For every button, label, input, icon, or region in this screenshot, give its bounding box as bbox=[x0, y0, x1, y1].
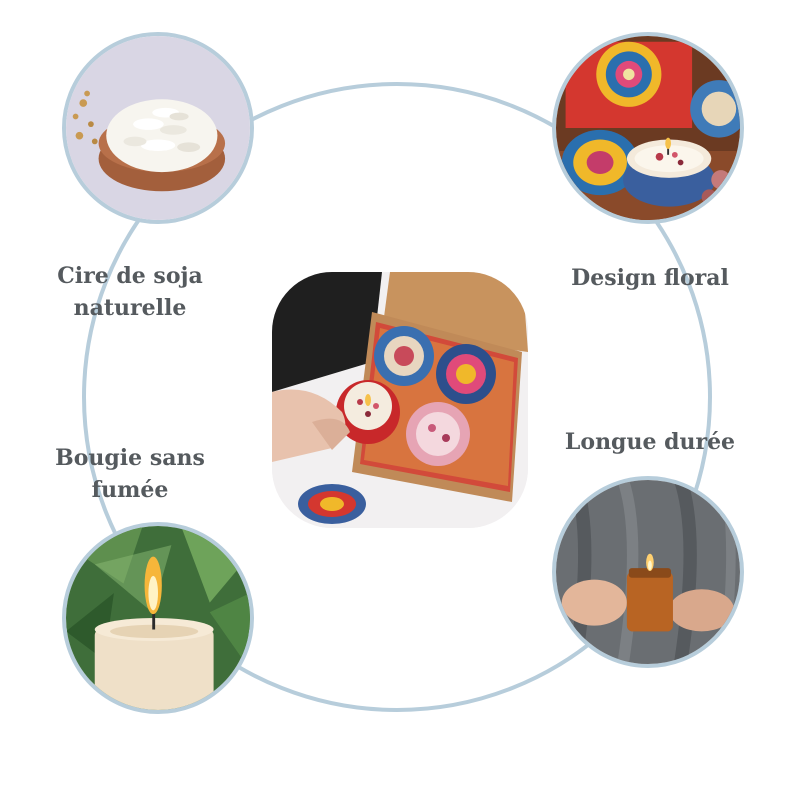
feature-label-smokeless-line2: fumée bbox=[91, 477, 169, 503]
product-box-photo bbox=[272, 272, 528, 528]
feature-label-soy-wax-line2: naturelle bbox=[73, 295, 187, 321]
feature-label-smokeless-line1: Bougie sans bbox=[55, 445, 205, 471]
feature-label-floral-design: Design floral bbox=[560, 262, 740, 294]
long-lasting-candle-photo bbox=[552, 476, 744, 668]
feature-label-smokeless: Bougie sans fumée bbox=[40, 442, 220, 506]
soy-wax-photo bbox=[62, 32, 254, 224]
feature-label-soy-wax: Cire de soja naturelle bbox=[40, 260, 220, 324]
feature-label-soy-wax-line1: Cire de soja bbox=[57, 263, 203, 289]
connector-ring bbox=[82, 82, 712, 712]
smokeless-candle-photo bbox=[62, 522, 254, 714]
feature-label-long-lasting-line1: Longue durée bbox=[564, 429, 736, 455]
floral-design-photo bbox=[552, 32, 744, 224]
feature-label-long-lasting: Longue durée bbox=[555, 426, 745, 458]
feature-label-floral-design-line1: Design floral bbox=[571, 265, 729, 291]
